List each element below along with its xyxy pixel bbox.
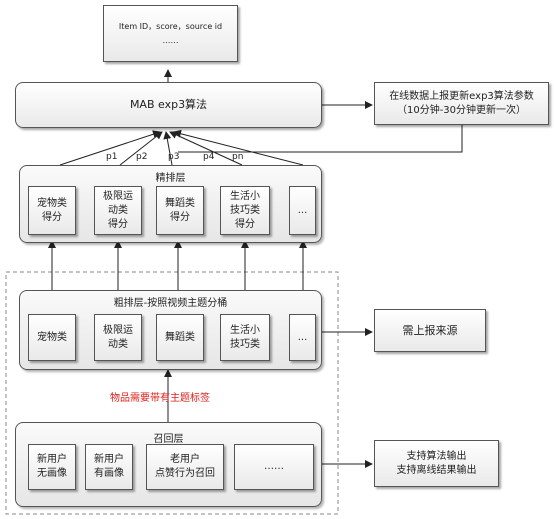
rank-item-extreme-line2: 动类: [108, 204, 128, 216]
recall-support-box: 支持算法输出 支持离线结果输出: [374, 440, 499, 487]
rank-item-dance-line1: 舞蹈类: [165, 197, 195, 209]
rank-item-extreme-sports: 极限运 动类 得分: [94, 186, 142, 235]
rank-item-extreme-line1: 极限运: [103, 190, 133, 202]
recall-item-new-user-with-profile: 新用户 有画像: [85, 444, 133, 490]
report-source-box: 需上报来源: [374, 309, 486, 352]
p-label-n: pn: [232, 152, 244, 162]
recall-item-old-user-like: 老用户 点赞行为召回: [146, 444, 224, 490]
rank-layer-title: 精排层: [155, 173, 186, 184]
recall-item-2-line2: 有画像: [94, 468, 124, 479]
coarse-item-life-line2: 技巧类: [230, 338, 260, 350]
rank-item-dance: 舞蹈类 得分: [156, 186, 204, 235]
arrow-pn: [173, 129, 304, 166]
rank-item-life-line1: 生活小: [230, 190, 260, 202]
recall-item-1-line2: 无画像: [37, 468, 67, 479]
p-label-4: p4: [203, 152, 215, 162]
coarse-item-extreme-line1: 极限运: [103, 324, 133, 336]
coarse-item-dance: 舞蹈类: [156, 314, 204, 361]
rank-item-pet: 宠物类 得分: [28, 186, 76, 235]
rank-item-life-tips: 生活小 技巧类 得分: [220, 186, 270, 235]
arrow-p4: [169, 131, 243, 166]
coarse-item-more-label: ...: [297, 331, 308, 343]
topic-tag-note: 物品需要带有主题标签: [110, 393, 210, 404]
line-update-feedback: [178, 125, 463, 153]
recall-item-more: ……: [234, 444, 314, 490]
output-line1: Item ID，score，source id: [118, 21, 223, 31]
output-line2: ……: [162, 35, 179, 45]
output-box: Item ID，score，source id ……: [103, 5, 238, 62]
recall-item-more-label: ……: [264, 461, 284, 472]
coarse-item-more: ...: [289, 314, 316, 361]
coarse-layer-title: 粗排层-按照视频主题分桶: [113, 298, 228, 309]
p-label-3: p3: [168, 152, 180, 162]
rank-item-life-line3: 得分: [235, 218, 255, 230]
coarse-item-pet-label: 宠物类: [37, 331, 67, 343]
mab-box: MAB exp3算法: [15, 82, 322, 128]
coarse-item-dance-label: 舞蹈类: [165, 331, 195, 343]
recall-layer-title: 召回层: [153, 434, 184, 445]
coarse-item-life-tips: 生活小 技巧类: [220, 314, 270, 361]
online-update-box: 在线数据上报更新exp3算法参数 （10分钟-30分钟更新一次）: [374, 82, 549, 125]
report-source-label: 需上报来源: [402, 323, 458, 337]
coarse-item-pet: 宠物类: [28, 314, 76, 361]
recall-support-line2: 支持离线结果输出: [396, 464, 477, 476]
coarse-item-extreme-line2: 动类: [108, 338, 128, 350]
recall-item-2-line1: 新用户: [94, 454, 124, 465]
p-label-1: p1: [106, 152, 118, 162]
rank-item-more-label: ...: [297, 204, 308, 216]
rank-item-life-line2: 技巧类: [230, 204, 260, 216]
online-update-line2: （10分钟-30分钟更新一次）: [396, 104, 527, 116]
rank-item-pet-line1: 宠物类: [37, 197, 67, 209]
mab-label: MAB exp3算法: [129, 98, 208, 111]
rank-item-dance-line2: 得分: [170, 211, 190, 223]
arrow-p2: [119, 131, 163, 166]
rank-item-extreme-line3: 得分: [108, 218, 128, 230]
coarse-item-life-line1: 生活小: [230, 324, 260, 336]
arrow-p3: [163, 131, 173, 166]
arrow-p1: [59, 130, 161, 166]
coarse-item-extreme-sports: 极限运 动类: [94, 314, 142, 361]
p-label-2: p2: [136, 152, 148, 162]
recall-item-1-line1: 新用户: [37, 454, 67, 465]
recall-item-3-line1: 老用户: [170, 454, 200, 465]
rank-item-pet-line2: 得分: [42, 211, 62, 223]
recall-item-3-line2: 点赞行为召回: [155, 468, 215, 479]
recall-support-line1: 支持算法输出: [406, 450, 467, 462]
rank-item-more: ...: [289, 186, 316, 235]
online-update-line1: 在线数据上报更新exp3算法参数: [389, 90, 534, 102]
recall-item-new-user-no-profile: 新用户 无画像: [28, 444, 76, 490]
